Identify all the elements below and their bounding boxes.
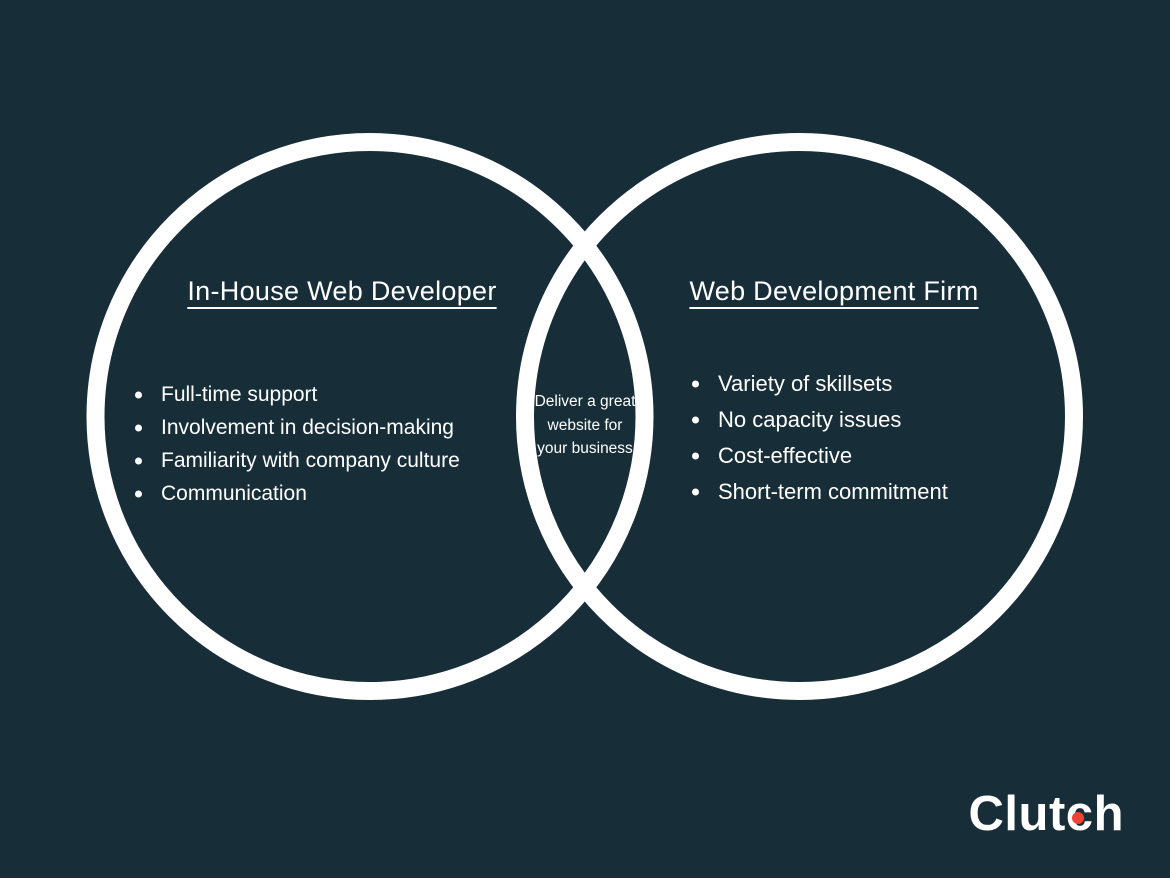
overlap-text-line: website for [547, 416, 623, 434]
left-circle-list: Full-time support Involvement in decisio… [127, 378, 460, 510]
overlap-text-line: your business [537, 440, 633, 457]
clutch-logo-red-dot-icon [1072, 811, 1084, 824]
list-item: Involvement in decision-making [127, 411, 460, 444]
clutch-logo-text-start: Clut [968, 787, 1066, 841]
clutch-logo-dot-c: c [1066, 786, 1094, 842]
overlap-text: Deliver a great website for your busines… [523, 390, 647, 461]
left-circle-title: In-House Web Developer [187, 276, 497, 306]
list-item: Full-time support [127, 378, 460, 411]
list-item: Communication [127, 477, 460, 510]
list-item: No capacity issues [684, 402, 948, 438]
clutch-logo-text-end: h [1093, 787, 1124, 841]
clutch-logo: Clutch [969, 786, 1124, 842]
right-circle-title: Web Development Firm [689, 276, 979, 306]
list-item: Variety of skillsets [684, 366, 948, 402]
list-item: Cost-effective [684, 438, 948, 474]
left-circle-outline [86, 133, 654, 700]
right-circle-list: Variety of skillsets No capacity issues … [684, 366, 948, 510]
overlap-text-line: Deliver a great [534, 393, 636, 410]
list-item: Familiarity with company culture [127, 444, 460, 477]
list-item: Short-term commitment [684, 474, 948, 510]
right-circle-outline [516, 133, 1083, 700]
